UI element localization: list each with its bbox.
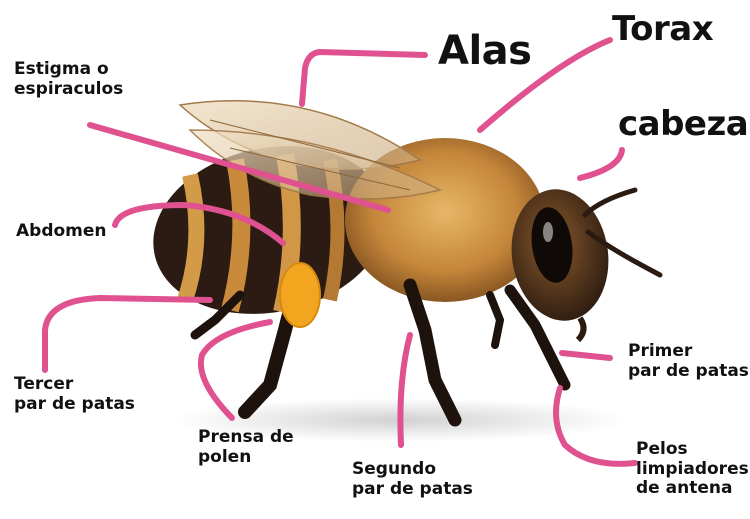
label-torax: Torax bbox=[612, 10, 713, 49]
leader-primer bbox=[562, 353, 610, 358]
label-abdomen: Abdomen bbox=[16, 222, 107, 242]
label-tercer: Tercer par de patas bbox=[14, 375, 135, 414]
label-segundo: Segundo par de patas bbox=[352, 460, 473, 499]
label-pelos: Pelos limpiadores de antena bbox=[636, 440, 749, 499]
label-primer: Primer par de patas bbox=[628, 342, 749, 381]
leader-alas bbox=[302, 52, 425, 104]
leader-cabeza bbox=[580, 150, 622, 178]
leader-tercer bbox=[45, 298, 210, 370]
label-prensa: Prensa de polen bbox=[198, 428, 294, 467]
label-alas: Alas bbox=[438, 28, 531, 74]
label-cabeza: cabeza bbox=[618, 105, 748, 144]
label-estigma: Estigma o espiraculos bbox=[14, 60, 123, 99]
pollen-basket bbox=[280, 263, 320, 327]
